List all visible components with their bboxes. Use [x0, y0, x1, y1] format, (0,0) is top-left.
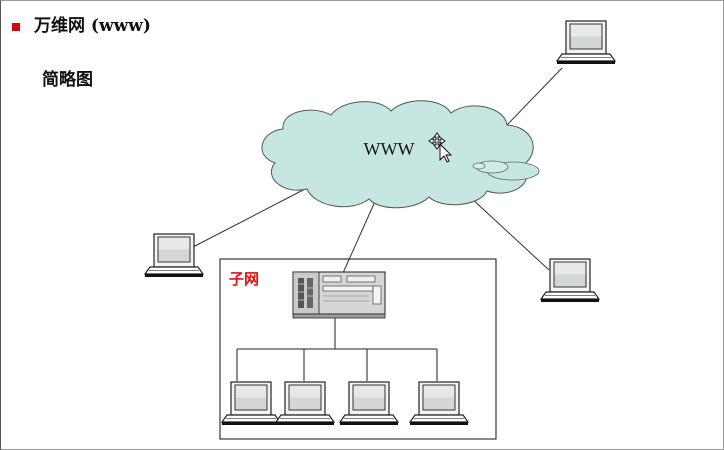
- link-right-laptop: [469, 196, 550, 271]
- connection-lines: [192, 67, 563, 274]
- title-bullet: [12, 23, 20, 31]
- link-left-laptop: [192, 188, 306, 248]
- link-subnet-server: [342, 196, 378, 274]
- subnet-box: 子网: [219, 258, 497, 440]
- laptop-icon: [221, 381, 281, 426]
- server-icon: [292, 271, 386, 319]
- subnet-bus: [236, 318, 438, 381]
- subnet-label: 子网: [229, 270, 259, 288]
- slide-title: 万维网 (www): [34, 16, 151, 36]
- link-top-right-laptop: [505, 67, 563, 127]
- laptop-icon: [409, 381, 469, 426]
- laptop-icon: [144, 233, 204, 278]
- slide-subtitle: 简略图: [42, 70, 93, 90]
- laptop-icon: [556, 20, 616, 65]
- subnet-frame: [219, 258, 497, 440]
- cloud-shape: [261, 100, 534, 209]
- www-cloud: WWW: [261, 100, 540, 209]
- move-cursor-icon: [428, 132, 453, 163]
- cloud-label: WWW: [364, 139, 415, 159]
- laptop-icon: [275, 381, 335, 426]
- laptop-icon: [339, 381, 399, 426]
- laptop-icon: [540, 258, 600, 303]
- cloud-puff: [472, 162, 486, 170]
